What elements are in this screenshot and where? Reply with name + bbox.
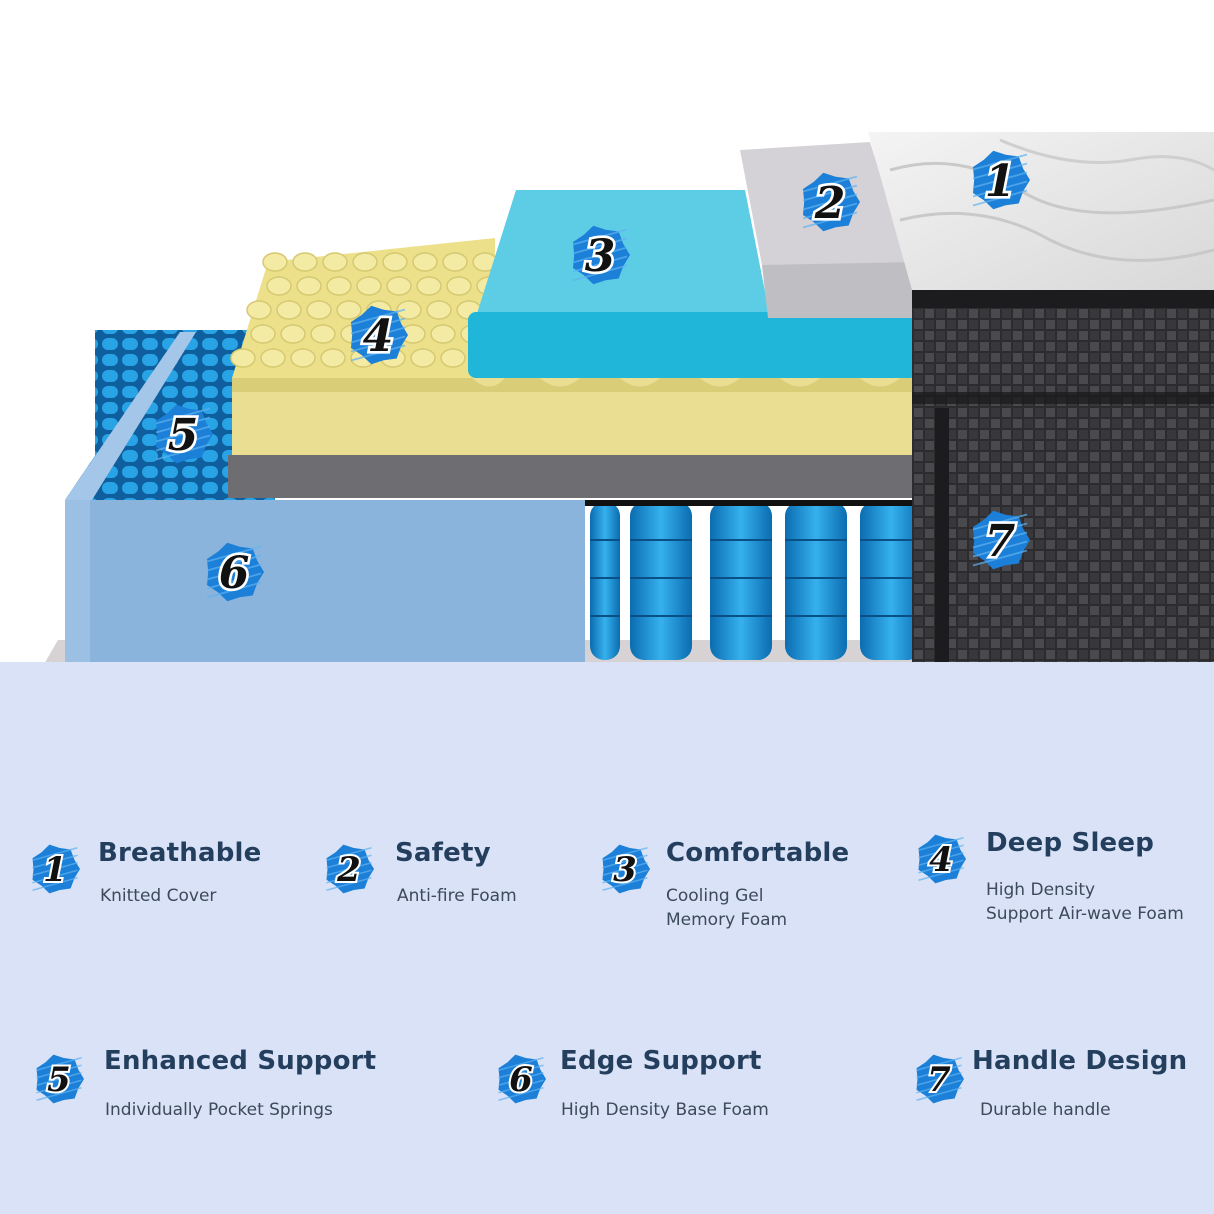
grey-base-layer	[228, 455, 930, 498]
feature-title: Deep Sleep	[986, 828, 1155, 858]
feature-title: Comfortable	[666, 838, 850, 868]
badge-number: 6	[509, 1060, 533, 1100]
feature-subtitle: Individually Pocket Springs	[105, 1100, 333, 1120]
badge-number: 7	[985, 516, 1016, 567]
feature-subtitle: High Density Base Foam	[561, 1100, 769, 1120]
number-3-icon: 3	[602, 844, 650, 894]
feature-title: Edge Support	[560, 1046, 762, 1076]
number-4-icon: 4	[918, 834, 966, 884]
layer-6-badge-icon: 6	[206, 542, 264, 601]
fire-foam-front	[762, 262, 912, 318]
badge-number: 1	[43, 850, 67, 890]
feature-edge-support: 6 Edge Support High Density Base Foam	[494, 1046, 784, 1132]
pocket-spring	[630, 502, 692, 660]
side-panel	[912, 290, 1214, 690]
pocket-spring	[785, 502, 847, 660]
feature-subtitle: Cooling Gel Memory Foam	[666, 886, 788, 930]
feature-subtitle: High Density Support Air-wave Foam	[986, 880, 1184, 924]
feature-enhanced-support: 5 Enhanced Support Individually Pocket S…	[32, 1046, 376, 1132]
layer-5-badge-icon: 5	[155, 404, 213, 463]
layer-4-badge-icon: 4	[350, 305, 408, 364]
number-7-icon: 7	[916, 1054, 964, 1104]
number-6-icon: 6	[498, 1054, 546, 1104]
pocket-spring	[860, 502, 922, 660]
badge-number: 4	[363, 311, 394, 362]
edge-foam-side	[65, 332, 196, 500]
feature-title: Handle Design	[972, 1046, 1188, 1076]
number-5-icon: 5	[36, 1054, 84, 1104]
layer-7-badge-icon: 7	[972, 510, 1030, 569]
feature-comfortable: 3 Comfortable Cooling Gel Memory Foam	[598, 838, 878, 942]
layer-2-badge-icon: 2	[802, 172, 860, 231]
badge-number: 3	[585, 231, 616, 282]
number-2-icon: 2	[326, 844, 374, 894]
feature-handle-design: 7 Handle Design Durable handle	[912, 1046, 1202, 1132]
badge-number: 7	[927, 1060, 951, 1100]
feature-title: Breathable	[98, 838, 262, 868]
layer-3-badge-icon: 3	[572, 225, 630, 284]
feature-deep-sleep: 4 Deep Sleep High Density Support Air-wa…	[914, 828, 1204, 932]
feature-subtitle: Anti-fire Foam	[397, 886, 517, 906]
pocket-spring	[710, 502, 772, 660]
badge-number: 2	[814, 178, 846, 229]
feature-title: Enhanced Support	[104, 1046, 377, 1076]
badge-number: 3	[613, 850, 637, 890]
feature-subtitle: Knitted Cover	[100, 886, 217, 906]
layer-1-badge-icon: 1	[972, 150, 1030, 209]
badge-number: 5	[168, 410, 199, 461]
pocket-spring	[590, 502, 620, 660]
features-panel	[0, 662, 1214, 1214]
feature-subtitle: Durable handle	[980, 1100, 1111, 1120]
badge-number: 4	[929, 840, 953, 880]
knitted-cover	[868, 132, 1214, 290]
wave-foam-front	[232, 378, 930, 455]
badge-number: 5	[47, 1060, 71, 1100]
gel-foam-front	[468, 312, 918, 378]
badge-number: 2	[336, 850, 361, 890]
badge-number: 1	[985, 156, 1016, 207]
number-1-icon: 1	[32, 844, 80, 894]
feature-safety: 2 Safety Anti-fire Foam	[322, 838, 562, 922]
badge-number: 6	[219, 548, 250, 599]
edge-foam-front	[65, 500, 585, 665]
feature-breathable: 1 Breathable Knitted Cover	[28, 838, 288, 922]
spring-coils	[585, 500, 922, 660]
feature-title: Safety	[395, 838, 491, 868]
